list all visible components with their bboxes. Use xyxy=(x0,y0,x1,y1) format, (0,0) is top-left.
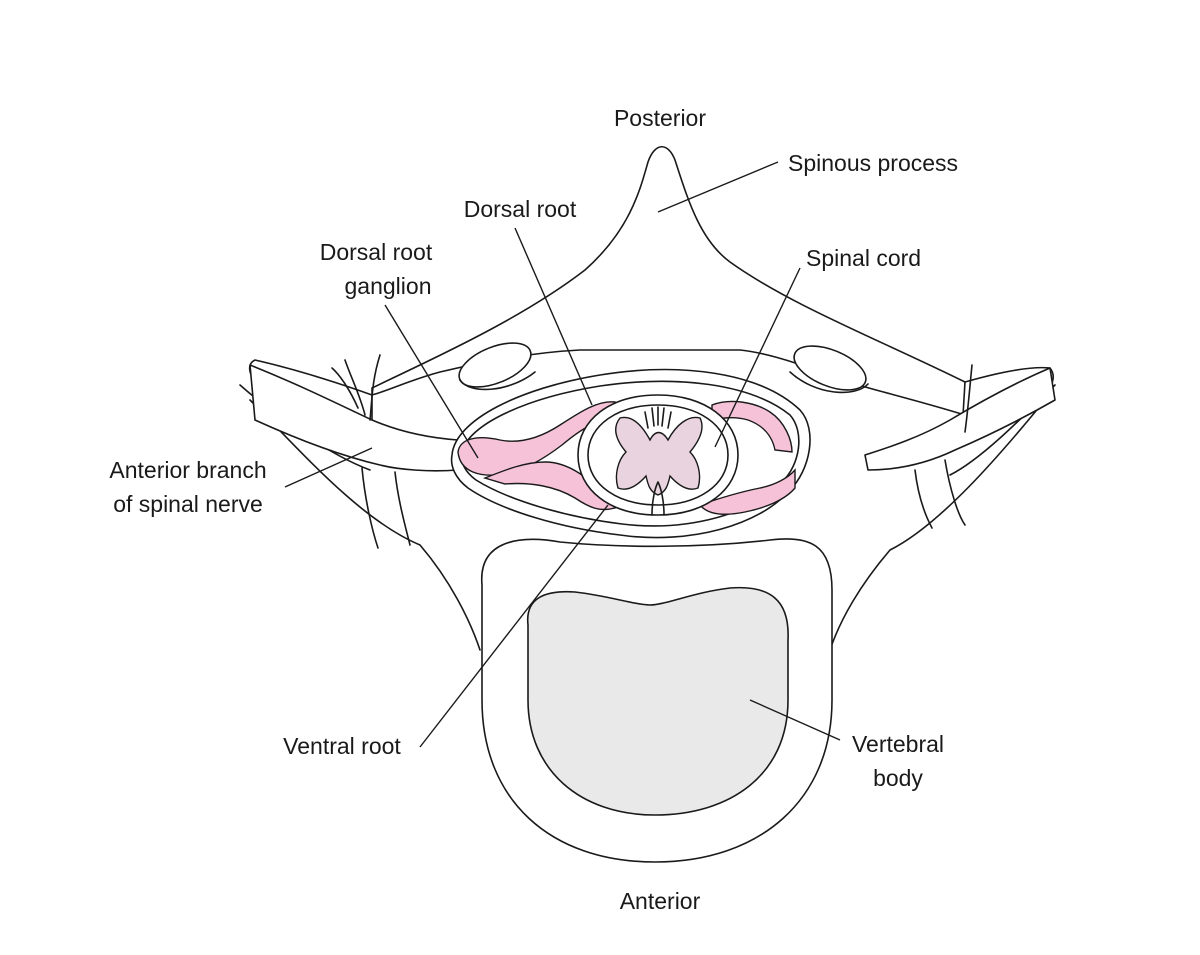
spinal-cord-inner-ring xyxy=(587,404,729,506)
label-dorsal-root: Dorsal root xyxy=(464,196,577,222)
label-vertebral-body-1: Vertebral xyxy=(852,731,944,757)
left-nerve-branch-lower xyxy=(361,467,411,549)
gray-matter xyxy=(615,416,703,496)
leader-anterior-branch xyxy=(284,447,373,488)
label-spinous-process: Spinous process xyxy=(788,150,958,176)
leader-spinal-cord xyxy=(714,267,801,448)
right-nerve-branch-upper xyxy=(964,364,973,433)
left-spinal-nerve xyxy=(249,364,459,472)
label-ventral-root: Ventral root xyxy=(283,733,401,759)
right-facet-joint xyxy=(793,345,867,391)
right-nerve-branch-lower xyxy=(914,459,966,529)
vertebral-body-inner xyxy=(527,586,789,816)
left-nerve-branch-upper xyxy=(331,354,381,421)
leader-dorsal-root-ganglion xyxy=(384,304,479,459)
anterior-median-fissure xyxy=(651,481,665,516)
right-spinal-nerve xyxy=(864,367,1056,471)
right-transverse-process-lower2 xyxy=(829,399,1046,651)
leader-ventral-root xyxy=(419,504,609,748)
label-vertebral-body-2: body xyxy=(873,765,923,791)
label-anterior-branch-2: of spinal nerve xyxy=(113,491,263,517)
right-dorsal-root xyxy=(711,400,793,453)
left-ventral-root xyxy=(482,461,617,511)
label-dorsal-root-ganglion-2: ganglion xyxy=(345,273,432,299)
label-anterior-branch-1: Anterior branch xyxy=(109,457,266,483)
left-facet-joint-rim xyxy=(459,371,536,391)
right-ventral-root xyxy=(698,468,796,515)
label-anterior: Anterior xyxy=(620,888,701,914)
leader-vertebral-body xyxy=(749,699,841,741)
label-dorsal-root-ganglion-1: Dorsal root xyxy=(320,239,433,265)
label-spinal-cord: Spinal cord xyxy=(806,245,921,271)
leader-dorsal-root xyxy=(514,227,593,406)
leader-spinous-process xyxy=(657,161,779,213)
right-facet-joint-rim xyxy=(789,371,869,394)
dorsal-septum-lines xyxy=(644,406,672,429)
label-posterior: Posterior xyxy=(614,105,706,131)
